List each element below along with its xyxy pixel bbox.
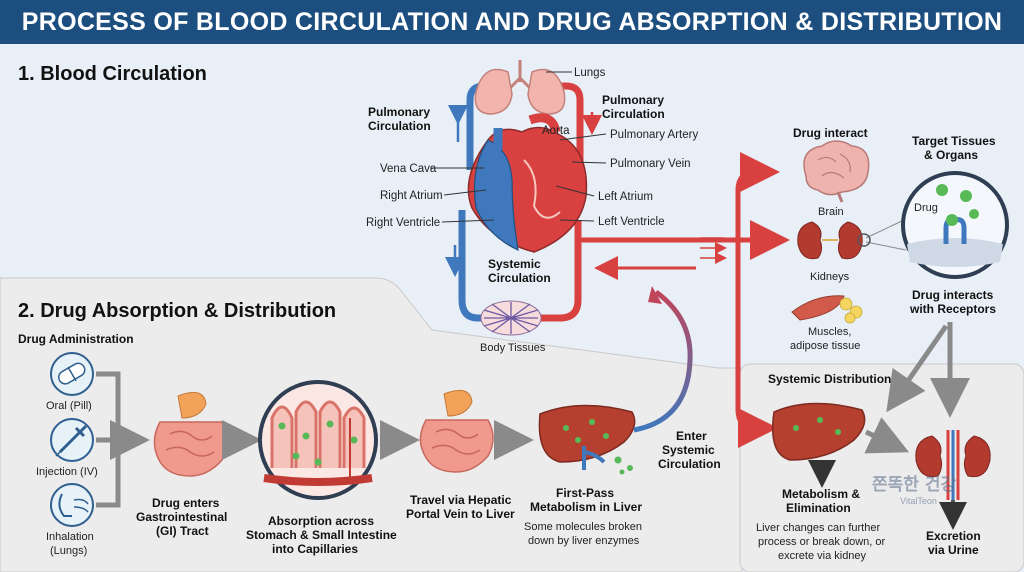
label-absorption-3: into Capillaries [272,542,358,556]
watermark-korean: 쫀똑한 건강 [872,475,956,495]
arrow-enter-systemic-head [648,286,662,304]
label-metabolism-note-1: Liver changes can further [756,522,880,534]
vena-cava-vessel [458,210,482,322]
label-pulmonary-artery: Pulmonary Artery [610,129,698,141]
section2-heading: 2. Drug Absorption & Distribution [18,300,336,322]
kidneys-icon [797,221,863,260]
arrow-liver-to-kidney [864,417,910,454]
administration-heading: Drug Administration [18,332,134,346]
label-pulmonary-circulation-right-1: Pulmonary [602,93,664,107]
artery-to-systemic-liver [735,240,778,448]
label-kidneys: Kidneys [810,271,850,283]
label-enter-3: Circulation [658,457,721,471]
villi-magnifier [258,380,378,500]
label-receptors-1: Drug interacts [912,288,994,302]
arrow-receptor-to-liver [886,324,949,413]
muscles-icon [791,295,863,324]
aorta-down-vessel [540,220,582,322]
label-absorption-2: Stomach & Small Intestine [246,528,397,542]
brain-icon [803,140,870,203]
oral-pill-icon [50,352,94,396]
label-injection: Injection (IV) [36,466,98,478]
lungs-icon [474,60,566,115]
label-target-tissues-2: & Organs [924,148,978,162]
gi-tract-icon [153,391,228,477]
artery-to-brain [735,152,780,240]
label-right-atrium: Right Atrium [380,190,443,202]
label-firstpass-note-1: Some molecules broken [524,521,642,533]
body-tissues-capillaries [480,300,542,336]
label-brain: Brain [818,206,844,218]
label-drug: Drug [914,202,938,214]
label-pulmonary-circulation-left-1: Pulmonary [368,105,430,119]
arrow-enter-systemic [633,289,693,433]
label-metabolism-2: Elimination [786,501,851,515]
label-excretion-2: via Urine [928,543,979,557]
label-right-ventricle: Right Ventricle [366,217,440,229]
label-drug-interact: Drug interact [793,126,868,140]
label-vena-cava: Vena Cava [380,163,437,175]
label-inhalation-1: Inhalation [46,531,94,543]
label-absorption-1: Absorption across [268,514,374,528]
systemic-distribution-heading: Systemic Distribution [768,372,891,386]
zoom-marker [857,233,871,247]
label-target-tissues-1: Target Tissues [912,134,996,148]
label-metabolism-note-2: process or break down, or [758,536,886,548]
label-adipose-tissue: adipose tissue [790,340,860,352]
label-portal-1: Travel via Hepatic [410,493,512,507]
label-metabolism-note-3: excrete via kidney [778,550,867,562]
flow-marks-upper [700,238,724,248]
label-left-ventricle: Left Ventricle [598,216,664,228]
section1-heading: 1. Blood Circulation [18,63,207,85]
label-lungs: Lungs [574,67,606,79]
portal-gi-icon [419,389,494,473]
label-metabolism-1: Metabolism & [782,487,860,501]
label-enter-1: Enter [676,429,707,443]
label-oral: Oral (Pill) [46,400,92,412]
page-title: PROCESS OF BLOOD CIRCULATION AND DRUG AB… [0,0,1024,44]
label-firstpass-2: Metabolism in Liver [530,500,642,514]
label-excretion-1: Excretion [926,529,981,543]
syringe-icon [50,418,94,462]
label-systemic-circulation-2: Circulation [488,271,551,285]
label-pulmonary-circulation-right-2: Circulation [602,107,665,121]
label-body-tissues: Body Tissues [480,342,546,354]
label-muscles: Muscles, [808,326,851,338]
excretion-kidneys-icon [915,430,991,500]
label-gi-2: Gastrointestinal [136,510,227,524]
label-inhalation-2: (Lungs) [50,545,87,557]
liver-icon [538,404,636,475]
label-firstpass-1: First-Pass [556,486,614,500]
label-receptors-2: with Receptors [909,302,996,316]
inhalation-icon [50,483,94,527]
label-aorta: Aorta [542,125,570,137]
receptor-magnifier [901,171,1009,279]
label-systemic-circulation-1: Systemic [488,257,541,271]
heart-icon [467,113,588,253]
label-portal-2: Portal Vein to Liver [406,507,515,521]
label-firstpass-note-2: down by liver enzymes [528,535,640,547]
pulmonary-vein-vessel [540,82,584,165]
label-gi-1: Drug enters [152,496,220,510]
label-pulmonary-circulation-left-2: Circulation [368,119,431,133]
systemic-liver-icon [772,402,866,461]
label-gi-3: (GI) Tract [156,524,209,538]
label-pulmonary-vein: Pulmonary Vein [610,158,691,170]
label-enter-2: Systemic [662,443,715,457]
label-left-atrium: Left Atrium [598,191,653,203]
watermark-latin: VitalTeon [900,496,937,506]
